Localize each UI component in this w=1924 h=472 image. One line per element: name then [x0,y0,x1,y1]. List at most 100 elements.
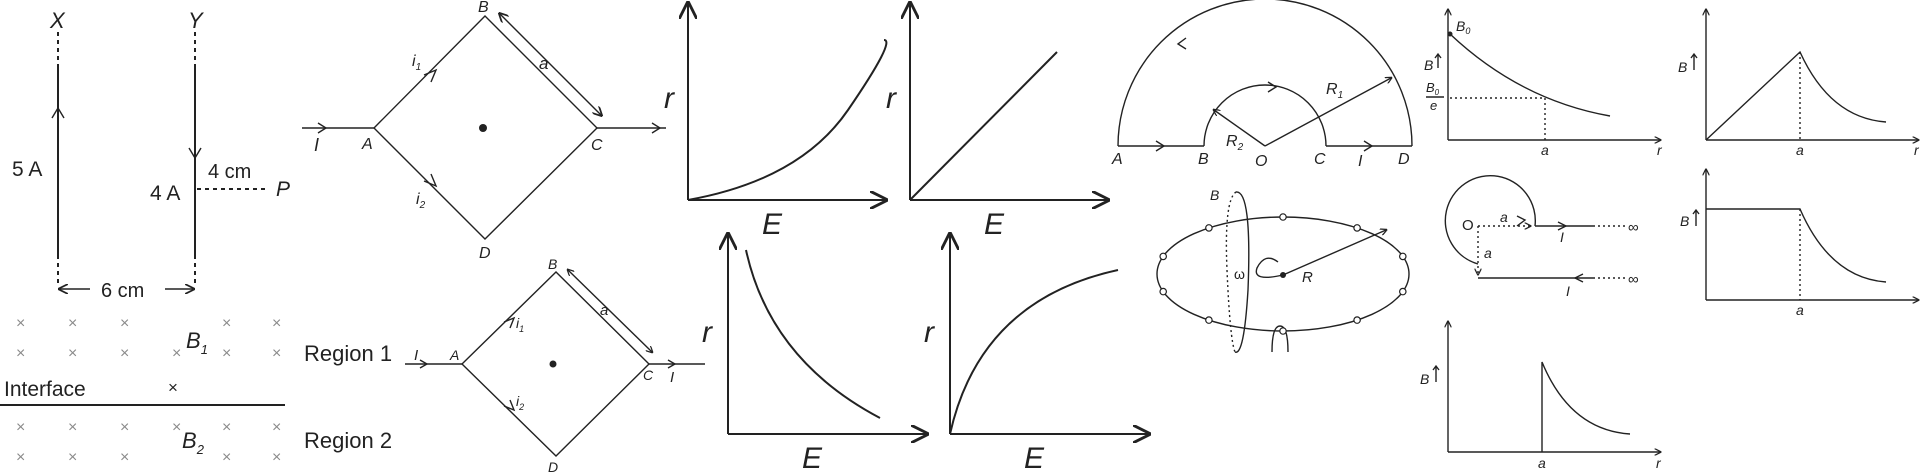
current-i1-label: i1 [516,315,524,334]
current-up-arrow-icon [51,106,65,119]
radius-r1-arrow [1264,78,1391,147]
curve [949,269,1119,435]
axis-r-label: r [924,316,935,349]
field-b2-label: B2 [182,428,205,457]
rotating-ring-diagram: B ω R [1156,187,1410,353]
point-charge [1279,327,1287,335]
vertex-d-label: D [479,245,491,262]
point-c-label: C [1314,151,1326,168]
graph-r-vs-e-linear: r E [886,3,1108,241]
x-axis-r-label: r [1914,142,1920,158]
current-down-arrow-icon [188,147,202,160]
side-a-label: a [539,54,548,73]
graph-r-vs-e-saturating: r E [924,234,1149,472]
center-point [549,360,557,368]
vertex-b-label: B [548,256,557,272]
fraction-numerator: B0 [1426,80,1440,97]
axis-b-label: B [1678,59,1687,75]
square-loop [373,15,598,240]
field-cross-mark: × [120,315,129,332]
b-vs-r-plateau-graph: B a [1680,170,1918,318]
b0-label: B0 [1456,18,1470,36]
outgoing-current-arrow-icon [667,359,677,369]
field-cross-mark: × [222,419,231,436]
b-vs-r-step-decay-graph: B a r [1420,322,1662,471]
omega-label: ω [1234,266,1245,282]
radius-r2-label: R2 [1226,133,1244,153]
current-i1-label: i1 [412,53,421,73]
x-axis-r-label: r [1656,455,1662,471]
radius-a-label-top: a [1500,209,1508,225]
point-charge [1205,224,1213,232]
b-up-arrow-icon [1692,208,1700,226]
field-cross-mark: × [16,315,25,332]
field-cross-mark: × [16,449,25,466]
axis-e-label: E [802,442,823,472]
upper-current-arrow-icon [1557,221,1568,231]
radius-a-label-side: a [1484,245,1492,261]
vertex-b-label: B [478,0,489,16]
three-quarter-arc [1444,175,1537,265]
inner-semicircle [1203,84,1327,147]
b-up-arrow-icon [1432,364,1440,382]
incoming-current-arrow-icon [419,359,429,369]
field-cross-mark: × [68,345,77,362]
field-into-page-crosses: ×××××××××××××××××××××× [16,315,281,466]
radius-r-label: R [1302,269,1313,286]
vertex-d-label: D [548,459,558,472]
current-i2-label: i2 [516,393,524,412]
lower-current-arrow-icon [1573,273,1584,283]
current-i2-arrow-icon [423,173,438,188]
current-i1-arrow-icon [503,316,516,329]
field-cross-mark: × [16,345,25,362]
current-arrow-outer-icon [1176,37,1187,50]
interface-label: Interface [4,378,86,401]
lower-current-label: I [1566,283,1570,299]
b-vs-r-triangle-graph: B a r [1678,10,1920,158]
side-a-label: a [600,302,608,319]
wire-x-label: X [49,8,66,33]
lower-infinity-label: ∞ [1628,271,1639,288]
field-b1-label: B1 [186,328,208,357]
magnetic-interface-diagram: ×××××××××××××××××××××× × Interface B1 B2… [0,315,392,466]
distance-to-p-label: 4 cm [208,161,251,183]
current-i-label: I [414,347,418,364]
point-charge [1159,287,1168,296]
square-loop-top: I A B C D a i1 i2 [302,0,666,262]
current-right-label: 4 A [150,182,180,205]
field-cross-mark: × [120,419,129,436]
decay-curve [1449,33,1611,117]
parallel-wires-diagram: X Y 5 A 4 A 4 cm P 6 cm [12,8,290,302]
wire-y-label: Y [188,8,204,33]
point-charges [1159,213,1407,335]
x-tick-a-label: a [1796,302,1804,318]
axis-b-label: B [1680,213,1689,229]
vertex-c-label: C [643,367,654,383]
current-arrow-ab-icon [1155,140,1166,152]
field-cross-mark: × [68,449,77,466]
curve [687,39,888,201]
x-tick-a-label: a [1796,142,1804,158]
field-cross-mark: × [272,419,281,436]
point-charge [1159,252,1168,261]
line [909,51,1058,201]
interface-center-cross: × [168,378,178,397]
field-cross-mark: × [68,419,77,436]
b-curve [1706,208,1887,283]
field-cross-mark: × [272,345,281,362]
current-arrow-cd-icon [1363,140,1374,152]
point-charge [1353,224,1361,232]
upper-current-label: I [1560,229,1564,245]
axis-b-label: B [1420,371,1429,387]
field-cross-mark: × [222,345,231,362]
graph-r-vs-e-decreasing: r E [702,234,927,472]
vertex-c-label: C [591,137,603,154]
field-cross-mark: × [16,419,25,436]
x-tick-a-label: a [1538,455,1546,471]
field-cross-mark: × [272,315,281,332]
axis-r-label: r [702,316,713,349]
point-a-label: A [1111,151,1123,168]
rotation-axis-loop [1234,191,1250,353]
rotation-omega-arrow [1255,257,1284,278]
